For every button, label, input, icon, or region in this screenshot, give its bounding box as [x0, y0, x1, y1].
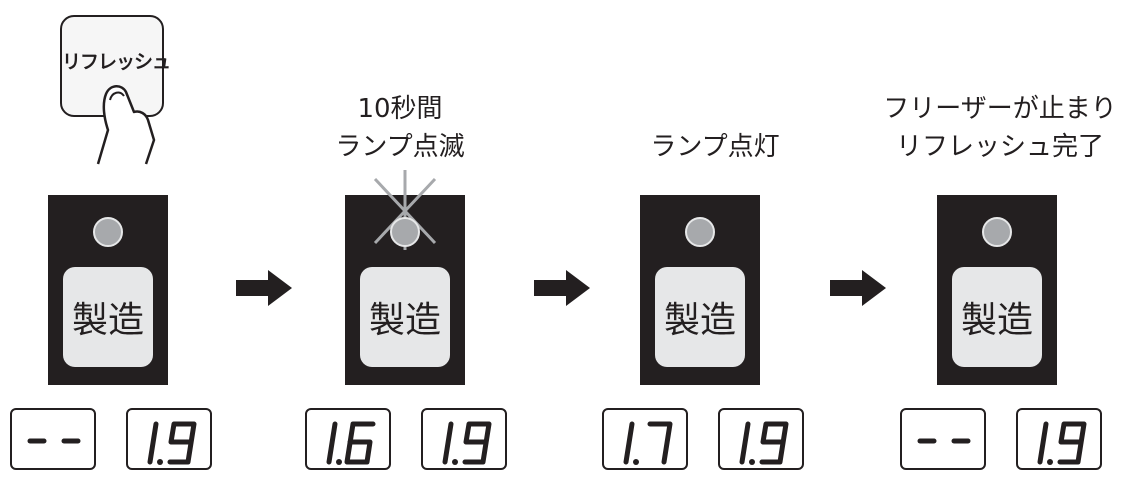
manufacture-button[interactable]: 製造: [360, 267, 450, 367]
indicator-lamp: [93, 217, 123, 247]
manufacture-button[interactable]: 製造: [655, 267, 745, 367]
pressing-finger-icon: [96, 85, 156, 165]
caption-step4-line2: リフレッシュ完了: [895, 132, 1104, 162]
display-right-step1-digits: [147, 421, 197, 465]
display-left-step2-digits: [326, 421, 376, 465]
display-left-step2: [305, 408, 391, 470]
display-left-step1-digits: [27, 438, 81, 444]
caption-step2-line1: 10秒間: [357, 94, 443, 124]
display-right-step2-digits: [442, 421, 492, 465]
caption-step2-line2: ランプ点滅: [335, 132, 465, 162]
display-left-step3: [602, 408, 688, 470]
display-right-step4: [1016, 408, 1102, 470]
display-right-step3-digits: [739, 421, 789, 465]
display-right-step4-digits: [1037, 421, 1087, 465]
display-left-step3-digits: [623, 421, 673, 465]
display-right-step2: [421, 408, 507, 470]
display-left-step1: [10, 408, 96, 470]
caption-step3-line1: ランプ点灯: [650, 132, 780, 162]
arrow-3-icon: [830, 270, 886, 310]
control-panel-step2: 製造: [345, 170, 465, 385]
indicator-lamp-blinking: [390, 217, 420, 247]
display-left-step4: [900, 408, 986, 470]
caption-step4: フリーザーが止まり リフレッシュ完了: [880, 90, 1120, 166]
caption-step4-line1: フリーザーが止まり: [883, 94, 1117, 124]
manufacture-button[interactable]: 製造: [952, 267, 1042, 367]
control-panel-step1: 製造: [48, 195, 168, 385]
arrow-2-icon: [534, 270, 590, 310]
manufacture-button[interactable]: 製造: [63, 267, 153, 367]
caption-step2: 10秒間 ランプ点滅: [300, 90, 500, 166]
caption-step3: ランプ点灯: [615, 128, 815, 166]
refresh-key-label: リフレッシュ: [62, 51, 171, 73]
display-right-step3: [718, 408, 804, 470]
control-panel-step3: 製造: [640, 195, 760, 385]
display-left-step4-digits: [917, 438, 971, 444]
display-right-step1: [126, 408, 212, 470]
indicator-lamp: [982, 217, 1012, 247]
indicator-lamp-lit: [685, 217, 715, 247]
arrow-1-icon: [236, 270, 292, 310]
control-panel-step4: 製造: [937, 195, 1057, 385]
